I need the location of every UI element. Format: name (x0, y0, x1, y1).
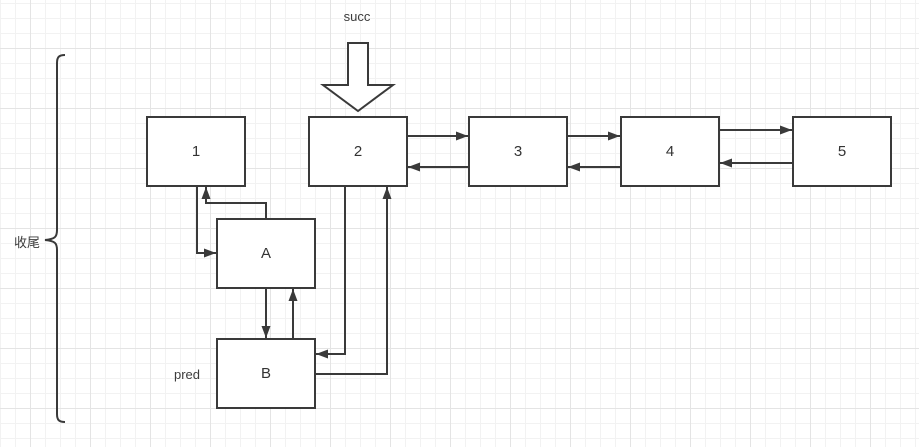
node-4-label: 4 (665, 143, 675, 160)
edge-B-to-2[interactable] (316, 187, 392, 375)
node-3[interactable]: 3 (468, 116, 568, 187)
node-1[interactable]: 1 (146, 116, 246, 187)
node-1-label: 1 (191, 143, 201, 160)
node-4[interactable]: 4 (620, 116, 720, 187)
edge-2-to-B[interactable] (316, 187, 346, 359)
brace-label[interactable]: 收尾 (13, 235, 40, 250)
succ-label[interactable]: succ (343, 9, 371, 24)
node-5-label: 5 (837, 143, 847, 160)
node-2[interactable]: 2 (308, 116, 408, 187)
node-3-label: 3 (513, 143, 523, 160)
node-A-label: A (260, 245, 271, 262)
node-5[interactable]: 5 (792, 116, 892, 187)
curly-brace[interactable] (44, 54, 66, 423)
node-B-label: B (260, 365, 271, 382)
node-B[interactable]: B (216, 338, 316, 409)
edge-A-to-1[interactable] (201, 187, 267, 218)
edge-1-to-A[interactable] (196, 187, 216, 258)
node-2-label: 2 (353, 143, 363, 160)
node-A[interactable]: A (216, 218, 316, 289)
pred-label[interactable]: pred (173, 367, 201, 382)
succ-block-arrow-icon[interactable] (319, 42, 397, 113)
